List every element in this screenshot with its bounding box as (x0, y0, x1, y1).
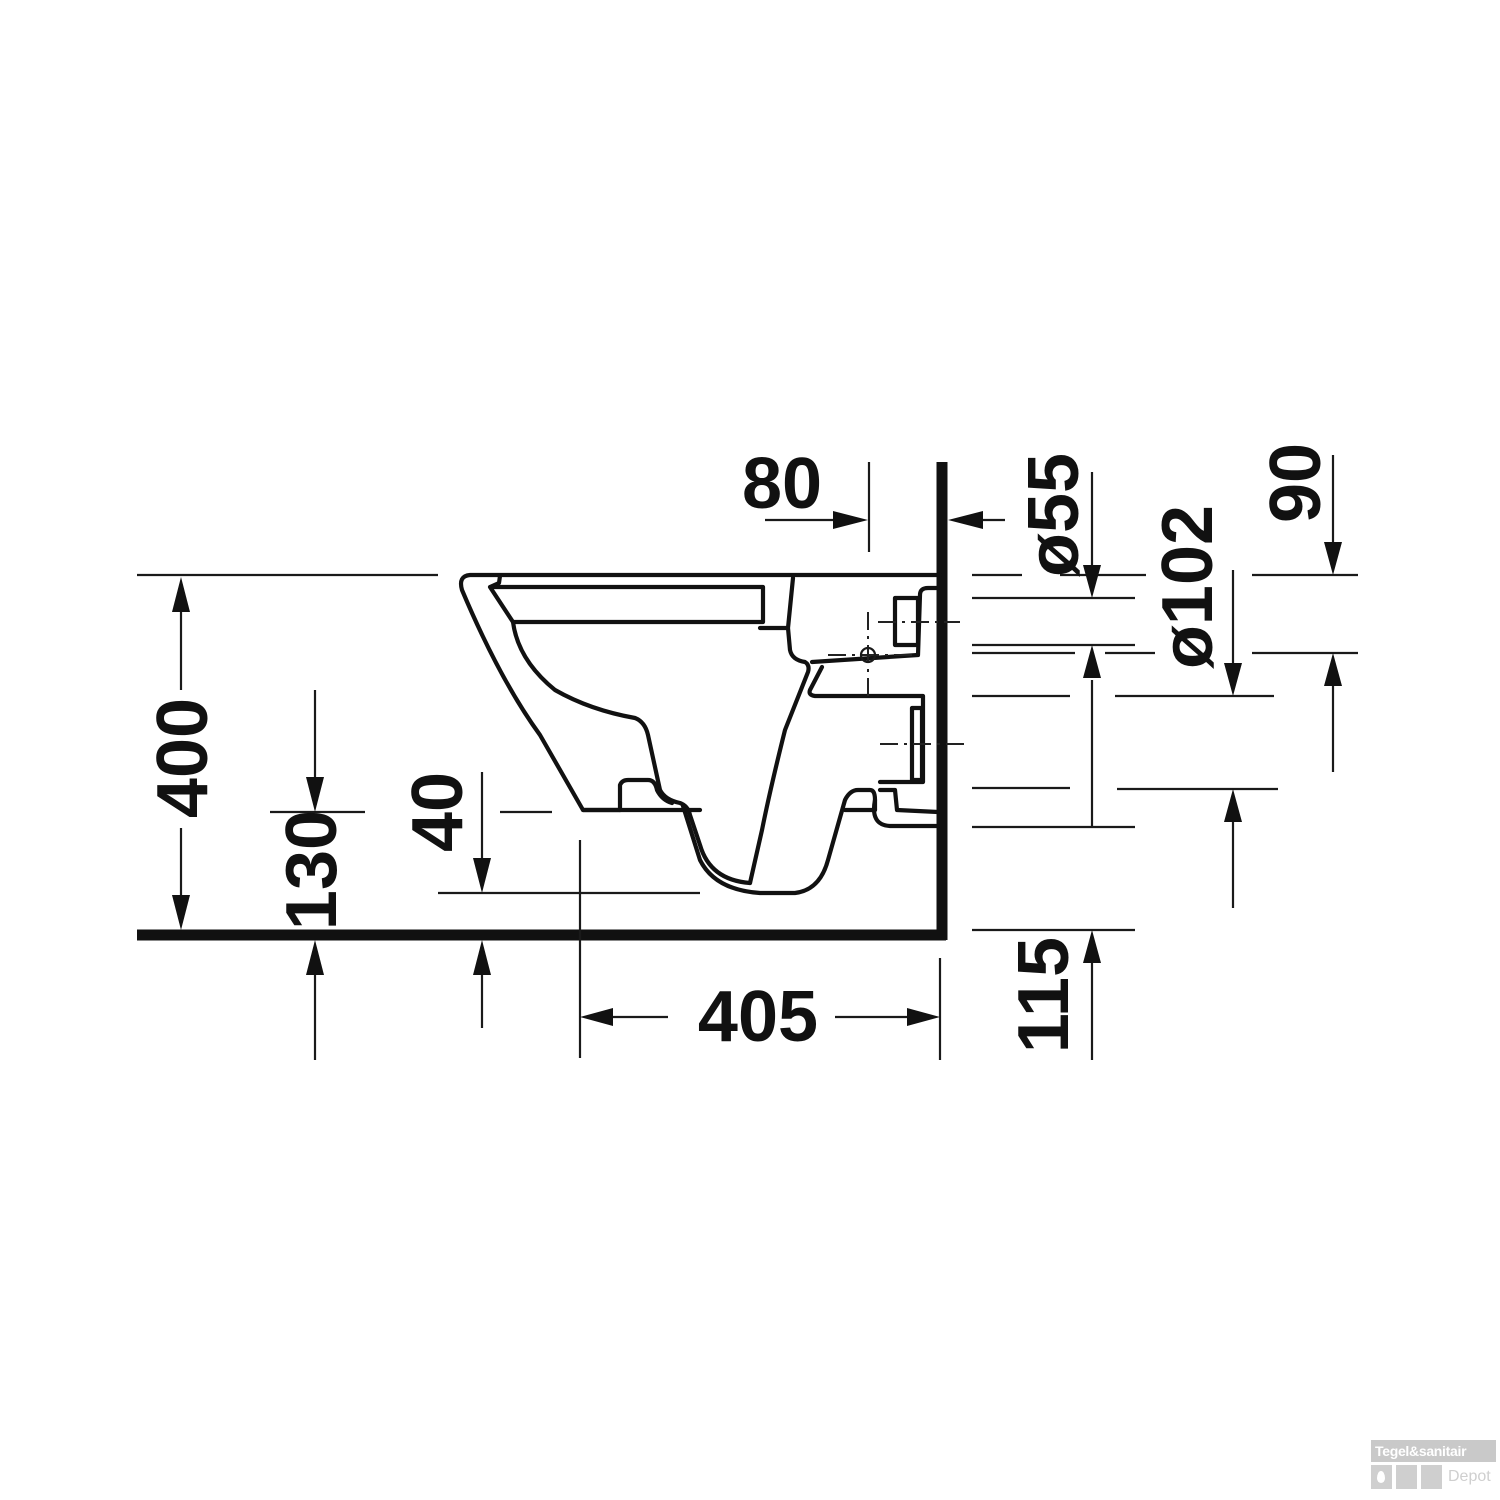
dimension-90: 90 (1256, 443, 1342, 772)
water-drop-icon (1371, 1465, 1392, 1489)
dim-label-80: 80 (742, 444, 822, 524)
dim-label-90: 90 (1256, 443, 1336, 523)
center-lines (828, 612, 965, 745)
square-tile-icon (1396, 1465, 1417, 1489)
dimension-405: 405 (580, 977, 940, 1057)
dimension-diameter-55: ø55 (1014, 453, 1101, 827)
dimension-400: 400 (143, 577, 223, 930)
dim-label-405: 405 (698, 977, 818, 1057)
dim-label-130: 130 (272, 810, 352, 930)
dimension-80: 80 (742, 444, 1005, 529)
dimension-130: 130 (272, 690, 352, 1060)
wc-outline (458, 572, 943, 896)
watermark-bottom-row: Depot (1371, 1465, 1496, 1489)
dim-label-diameter-102: ø102 (1148, 505, 1228, 669)
dimension-40: 40 (398, 772, 491, 1028)
dim-label-400: 400 (143, 698, 223, 818)
dim-label-115: 115 (1004, 937, 1084, 1053)
dim-label-40: 40 (398, 772, 478, 852)
floor-and-wall (137, 462, 948, 941)
watermark-brand-top: Tegel&sanitair (1371, 1440, 1496, 1462)
dim-label-diameter-55: ø55 (1014, 453, 1094, 577)
extension-lines (137, 462, 1358, 1060)
dimension-diameter-102: ø102 (1148, 505, 1242, 908)
square-tile-icon (1421, 1465, 1442, 1489)
watermark-logo: Tegel&sanitair Depot (1371, 1440, 1496, 1496)
watermark-brand-bottom: Depot (1448, 1468, 1491, 1485)
dimension-115: 115 (1004, 930, 1101, 1060)
